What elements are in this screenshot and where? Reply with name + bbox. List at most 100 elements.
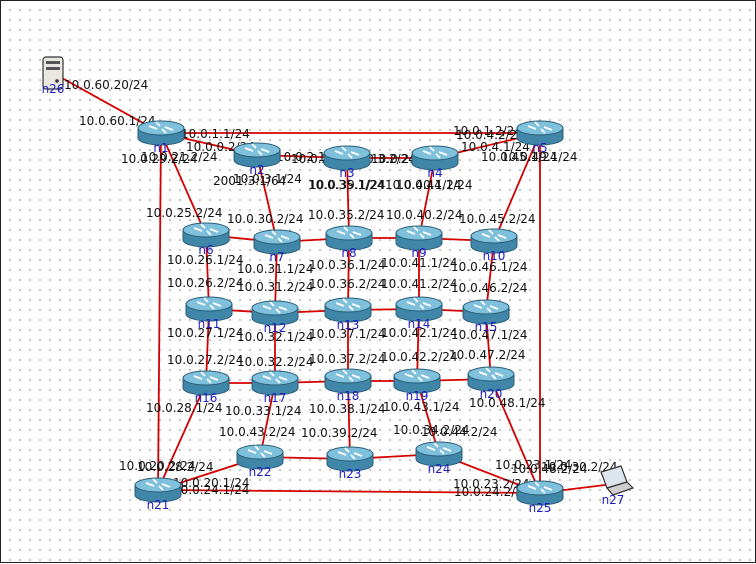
router-icon	[251, 300, 299, 326]
node-n22[interactable]: n22	[236, 444, 284, 479]
node-n12[interactable]: n12	[251, 300, 299, 335]
router-icon	[411, 145, 459, 171]
link-n21-n25[interactable]	[157, 489, 541, 494]
node-n9[interactable]: n9	[395, 225, 443, 260]
node-n21[interactable]: n21	[134, 477, 182, 512]
interface-address-label: 10.0.23.1/24	[495, 458, 572, 472]
interface-address-label: 10.0.44.2/24	[421, 425, 498, 439]
router-icon	[236, 444, 284, 470]
node-label: n12	[264, 321, 287, 335]
node-n5[interactable]: n5	[516, 120, 564, 155]
interface-address-label: 10.0.4.2/24	[456, 128, 525, 142]
node-n20[interactable]: n20	[467, 366, 515, 401]
interface-address-label: 10.0.43.1/24	[383, 400, 460, 414]
node-n1[interactable]: n1	[137, 120, 185, 155]
interface-address-label: 10.0.60.20/24	[64, 78, 148, 92]
interface-address-label: 10.0.35.1/24	[308, 178, 385, 192]
link-n1-n6[interactable]	[160, 132, 207, 236]
interface-address-label: 10.0.30.2/24	[541, 460, 618, 474]
link-n18-n23[interactable]	[347, 380, 351, 460]
node-label: n20	[480, 387, 503, 401]
router-icon	[395, 296, 443, 322]
node-label: n9	[411, 246, 426, 260]
interface-address-label: 10.0.4.1/24	[461, 140, 530, 154]
node-n3[interactable]: n3	[323, 145, 371, 180]
node-n19[interactable]: n19	[393, 368, 441, 403]
router-icon	[137, 120, 185, 146]
router-icon	[185, 296, 233, 322]
node-n17[interactable]: n17	[251, 370, 299, 405]
node-n6[interactable]: n6	[182, 222, 230, 257]
router-icon	[251, 370, 299, 396]
node-label: n24	[428, 462, 451, 476]
link-n26-n1[interactable]	[52, 72, 162, 134]
link-n4-n9[interactable]	[418, 157, 436, 239]
node-n14[interactable]: n14	[395, 296, 443, 331]
link-n16-n21[interactable]	[157, 382, 207, 491]
router-icon	[395, 225, 443, 251]
node-label: n11	[198, 317, 221, 331]
interface-address-label: 10.0.48.2/24	[511, 462, 588, 476]
node-n16[interactable]: n16	[182, 370, 230, 405]
node-n15[interactable]: n15	[462, 299, 510, 334]
interface-address-label: 10.0.45.1/24	[481, 150, 558, 164]
interface-address-label: 10.0.3.1/24	[233, 172, 302, 186]
node-n18[interactable]: n18	[324, 368, 372, 403]
interface-address-label: 10.0.26.2/24	[167, 276, 244, 290]
node-n2[interactable]: n2	[233, 142, 281, 177]
node-label: n5	[532, 141, 547, 155]
router-icon	[325, 225, 373, 251]
node-label: n18	[337, 389, 360, 403]
router-icon	[324, 297, 372, 323]
node-n27[interactable]: n27	[600, 465, 635, 507]
link-n5-n10[interactable]	[493, 132, 541, 242]
router-icon	[467, 366, 515, 392]
node-n10[interactable]: n10	[470, 228, 518, 263]
node-n7[interactable]: n7	[253, 229, 301, 264]
interface-address-label: 10.0.45.2/24	[459, 212, 536, 226]
laptop-icon	[600, 465, 635, 496]
router-icon	[233, 142, 281, 168]
node-n8[interactable]: n8	[325, 225, 373, 260]
node-n23[interactable]: n23	[326, 446, 374, 481]
link-n1-n21[interactable]	[157, 132, 162, 491]
interface-address-label: 10.0.47.1/24	[451, 328, 528, 342]
interface-address-label: 10.0.27.2/24	[167, 353, 244, 367]
interface-address-label: 10.0.30.2/24	[227, 212, 304, 226]
interface-address-label: 10.0.24.1/24	[173, 483, 250, 497]
interface-address-label: 10.0.28.2/24	[137, 460, 214, 474]
interface-address-label: 10.0.43.2/24	[219, 425, 296, 439]
link-n3-n8[interactable]	[346, 157, 350, 239]
node-n24[interactable]: n24	[415, 441, 463, 476]
node-label: n10	[483, 249, 506, 263]
node-n26[interactable]: n26	[42, 56, 65, 96]
node-n11[interactable]: n11	[185, 296, 233, 331]
interface-address-label: 10.0.42.1/24	[381, 326, 458, 340]
interface-address-label: 10.0.29.2/24	[121, 152, 198, 166]
node-label: n26	[42, 82, 65, 96]
link-n2-n7[interactable]	[256, 154, 278, 243]
node-label: n19	[406, 389, 429, 403]
router-icon	[324, 368, 372, 394]
node-n25[interactable]: n25	[516, 480, 564, 515]
node-label: n8	[341, 246, 356, 260]
interface-address-label: 10.0.23.2/24	[453, 477, 530, 491]
interface-address-label: 10.0.37.2/24	[309, 352, 386, 366]
node-label: n16	[195, 391, 218, 405]
router-icon	[182, 222, 230, 248]
node-label: n21	[147, 498, 170, 512]
interface-address-label: 10.0.34.2/24	[393, 423, 470, 437]
interface-address-label: 10.0.20.1/24	[173, 476, 250, 490]
node-label: n6	[198, 243, 213, 257]
interface-address-label: 2001:3:1/64	[213, 174, 286, 188]
node-n13[interactable]: n13	[324, 297, 372, 332]
interface-address-label: 10.0.42.2/24	[381, 350, 458, 364]
server-icon	[42, 56, 64, 90]
node-n4[interactable]: n4	[411, 145, 459, 180]
interface-address-label: 10.0.39.2/24	[301, 426, 378, 440]
nodes-layer: n1 n2 n3 n4 n5 n6 n7 n8 n9 n10 n11 n12 n13 n14 n15 n16 n…	[42, 56, 635, 515]
link-n20-n25[interactable]	[490, 378, 541, 494]
interface-address-label: 10.0.44.1/24	[396, 178, 473, 192]
interface-address-label: 10.0.26.1/24	[167, 253, 244, 267]
